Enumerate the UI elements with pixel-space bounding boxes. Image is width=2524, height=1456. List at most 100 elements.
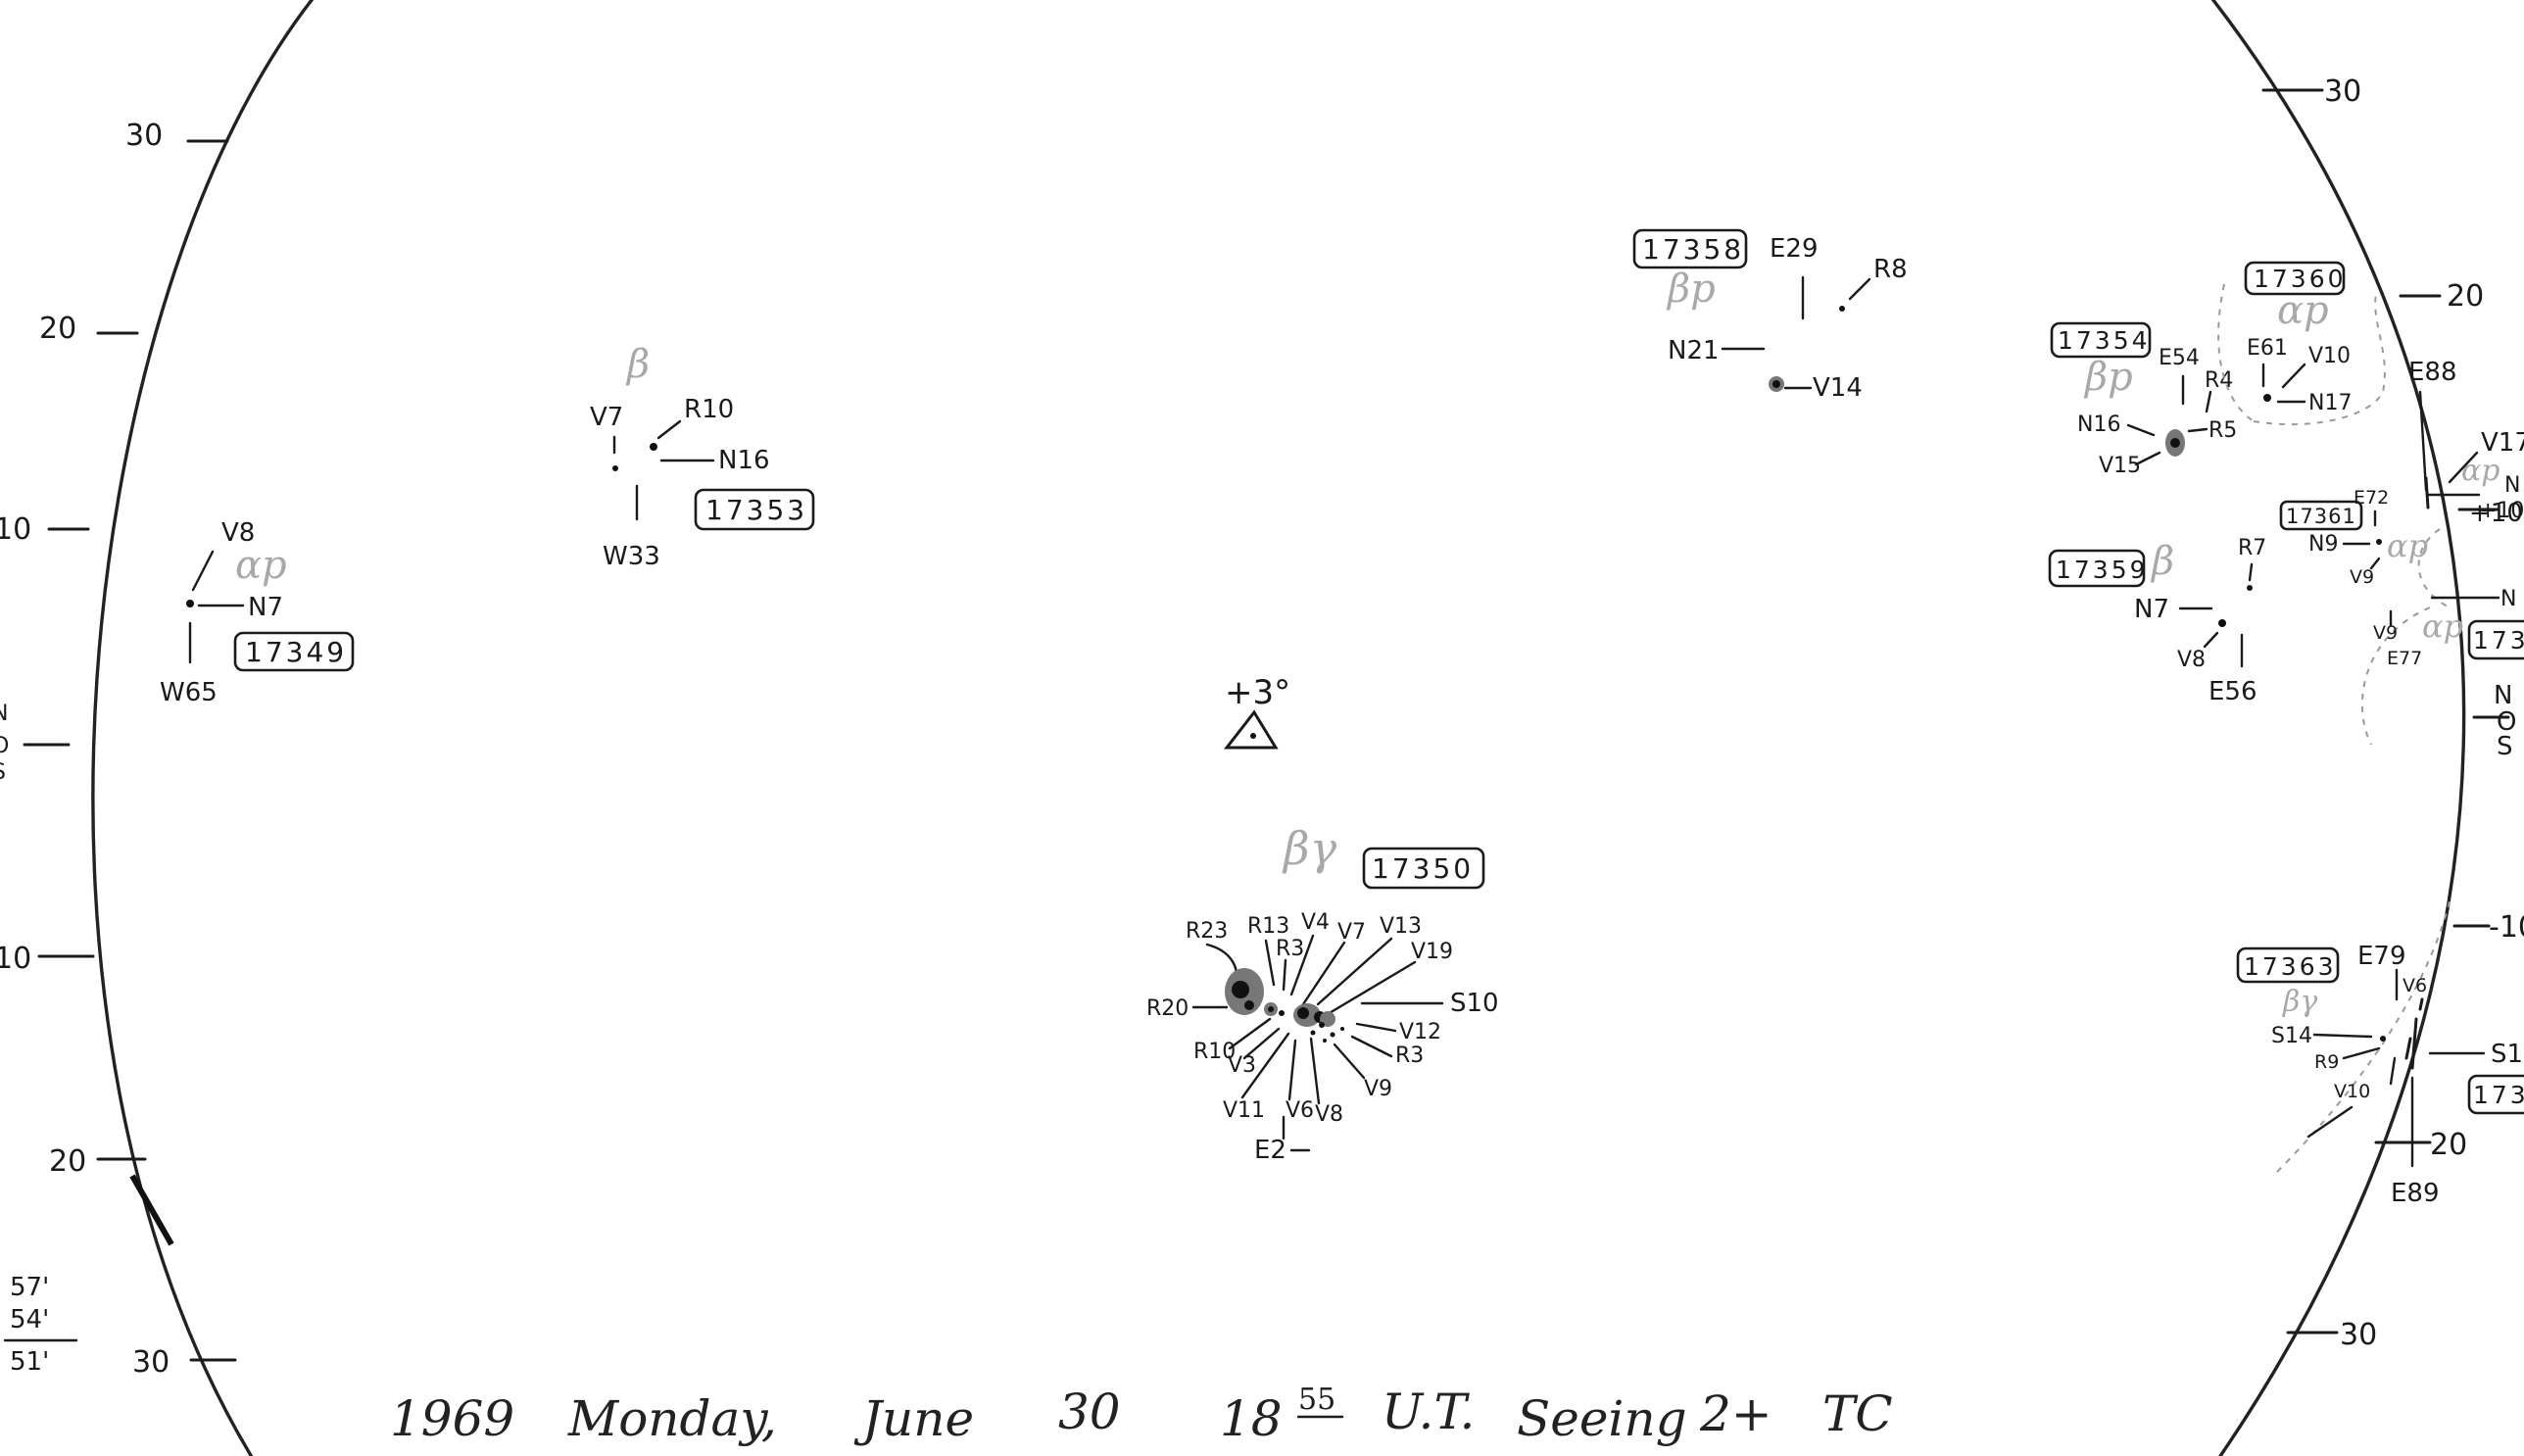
- group-17358: 17358 βp E29 R8 N21 V14: [1632, 228, 1908, 403]
- group-17353: β V7 R10 N16 W33 17353: [590, 342, 815, 571]
- left-scale-n30: 30: [125, 119, 163, 153]
- g17350-label-v19: V19: [1411, 940, 1453, 964]
- g17359-label-e: E56: [2208, 677, 2257, 706]
- g17349-class: αp: [235, 543, 287, 588]
- g17350-number: 17350: [1372, 852, 1474, 885]
- g17354-class: βp: [2083, 355, 2133, 400]
- g17363-number: 17363: [2244, 952, 2337, 981]
- g17350-label-s10: S10: [1450, 989, 1499, 1018]
- g17363-label-e89: E89: [2391, 1179, 2440, 1208]
- g17359-class: β: [2150, 539, 2174, 584]
- left-scale-s10: 10: [0, 942, 31, 976]
- g17363-label-e: E79: [2357, 942, 2406, 971]
- footer-day: 30: [1058, 1383, 1121, 1440]
- g17353-label-v: V7: [590, 403, 623, 432]
- g17350-label-v7: V7: [1337, 920, 1366, 945]
- center-mark: +3°: [1223, 673, 1290, 750]
- g17359-number: 17359: [2056, 556, 2149, 584]
- right-latitude-scale: 30 20 -10 20 30 N O S: [2261, 74, 2524, 1352]
- g17349-label-w: W65: [160, 678, 218, 707]
- edge-label-v9: V9: [2373, 622, 2398, 644]
- center-mark-label: +3°: [1225, 673, 1290, 712]
- g17350-label-r13: R13: [1247, 914, 1289, 939]
- g17350-label-v9: V9: [1364, 1077, 1392, 1101]
- edge-label-n: N: [2504, 473, 2520, 498]
- g17358-label-v: V14: [1813, 373, 1863, 403]
- g17350-class: βγ: [1282, 822, 1337, 875]
- group-17361: 17361 E72 N9 αp V9: [2279, 487, 2428, 588]
- footer-hour: 18: [1220, 1390, 1283, 1447]
- g17358-label-r: R8: [1873, 255, 1908, 284]
- g17360-label-e: E61: [2247, 336, 2288, 361]
- g17350-label-v11: V11: [1223, 1098, 1265, 1123]
- footer-ut: U.T.: [1382, 1383, 1475, 1440]
- g17354-label-r5: R5: [2208, 418, 2237, 443]
- g17360-class: αp: [2277, 288, 2329, 333]
- g17350-label-v13: V13: [1380, 914, 1422, 939]
- right-scale-n30: 30: [2324, 74, 2361, 109]
- footer-seeing: Seeing: [1517, 1390, 1687, 1447]
- g17350-label-v8: V8: [1315, 1102, 1343, 1127]
- left-scale-n10: 10: [0, 512, 31, 547]
- g17358-number: 17358: [1642, 233, 1744, 266]
- group-17360: 17360 αp E61 V10 N17: [2217, 261, 2386, 426]
- right-scale-n10: +10: [2469, 499, 2523, 528]
- edge-box-partial: 173: [2473, 626, 2524, 655]
- footer-year: 1969: [390, 1390, 514, 1447]
- g17360-number: 17360: [2254, 265, 2347, 293]
- right-scale-s10: -10: [2489, 910, 2524, 945]
- left-equator-s: S: [0, 760, 6, 785]
- g17349-number: 17349: [245, 636, 347, 668]
- g17359-label-v: V8: [2177, 648, 2206, 672]
- g17354-label-n: N16: [2077, 413, 2120, 437]
- g17349-label-n: N7: [248, 593, 283, 622]
- edge-class-b: αp: [2422, 607, 2463, 645]
- right-equator-o: O: [2497, 707, 2516, 737]
- g17359-label-n: N7: [2134, 595, 2169, 624]
- edge-label-s-partial: S1: [2491, 1040, 2523, 1069]
- edge-label-v17: V17: [2481, 428, 2524, 458]
- edge-box-partial-2: 173: [2473, 1081, 2524, 1109]
- g17358-label-e: E29: [1770, 234, 1819, 264]
- g17353-class: β: [625, 342, 650, 387]
- g17363-label-s: S14: [2271, 1024, 2312, 1048]
- edge-class-a: αp: [2461, 454, 2500, 488]
- group-17350: βγ 17350 R23 R13 V4 V7 V13 R3 V19 S10 R2…: [1146, 822, 1499, 1165]
- g17353-number: 17353: [705, 494, 807, 526]
- reading-2: 54': [10, 1305, 49, 1335]
- g17359-label-r: R7: [2238, 536, 2266, 560]
- g17350-label-v12: V12: [1399, 1020, 1441, 1044]
- edge-label-plus10: +10: [2479, 499, 2524, 523]
- g17350-label-r3a: R3: [1276, 937, 1304, 961]
- left-scale-s20: 20: [49, 1144, 86, 1179]
- g17363-label-r: R9: [2314, 1051, 2339, 1073]
- footer-minute: 55: [1298, 1383, 1335, 1417]
- left-equator-n: N: [0, 702, 8, 726]
- g17350-label-r20: R20: [1146, 996, 1189, 1021]
- edge-label-e77: E77: [2387, 648, 2422, 669]
- footer-weekday: Monday,: [567, 1390, 777, 1447]
- group-17359: 17359 β R7 N7 V8 E56: [2048, 536, 2266, 706]
- right-equator-n: N: [2494, 681, 2512, 710]
- g17361-class: αp: [2387, 527, 2428, 564]
- right-equator-s: S: [2497, 732, 2513, 761]
- footer-observer: TC: [1822, 1385, 1893, 1442]
- right-scale-n20: 20: [2447, 279, 2484, 314]
- g17350-label-v6: V6: [1286, 1098, 1314, 1123]
- g17354-label-e: E54: [2159, 346, 2200, 370]
- edge-label-e88: E88: [2408, 358, 2457, 387]
- g17354-number: 17354: [2058, 326, 2151, 355]
- corner-readings: 57' 54' 51': [3, 1273, 78, 1377]
- reading-3: 51': [10, 1347, 49, 1377]
- observation-footer: 1969 Monday, June 30 18 55 U.T. Seeing 2…: [390, 1383, 1893, 1447]
- g17361-number: 17361: [2286, 505, 2356, 528]
- g17350-label-r3b: R3: [1395, 1043, 1424, 1068]
- g17354-label-v: V15: [2099, 454, 2141, 478]
- g17361-label-n: N9: [2308, 532, 2338, 557]
- g17363-class: βγ: [2282, 985, 2317, 1019]
- g17361-label-v: V9: [2350, 566, 2374, 588]
- solar-limb-left: [91, 0, 315, 1456]
- g17350-label-r23: R23: [1186, 919, 1228, 944]
- left-scale-s30: 30: [132, 1345, 170, 1380]
